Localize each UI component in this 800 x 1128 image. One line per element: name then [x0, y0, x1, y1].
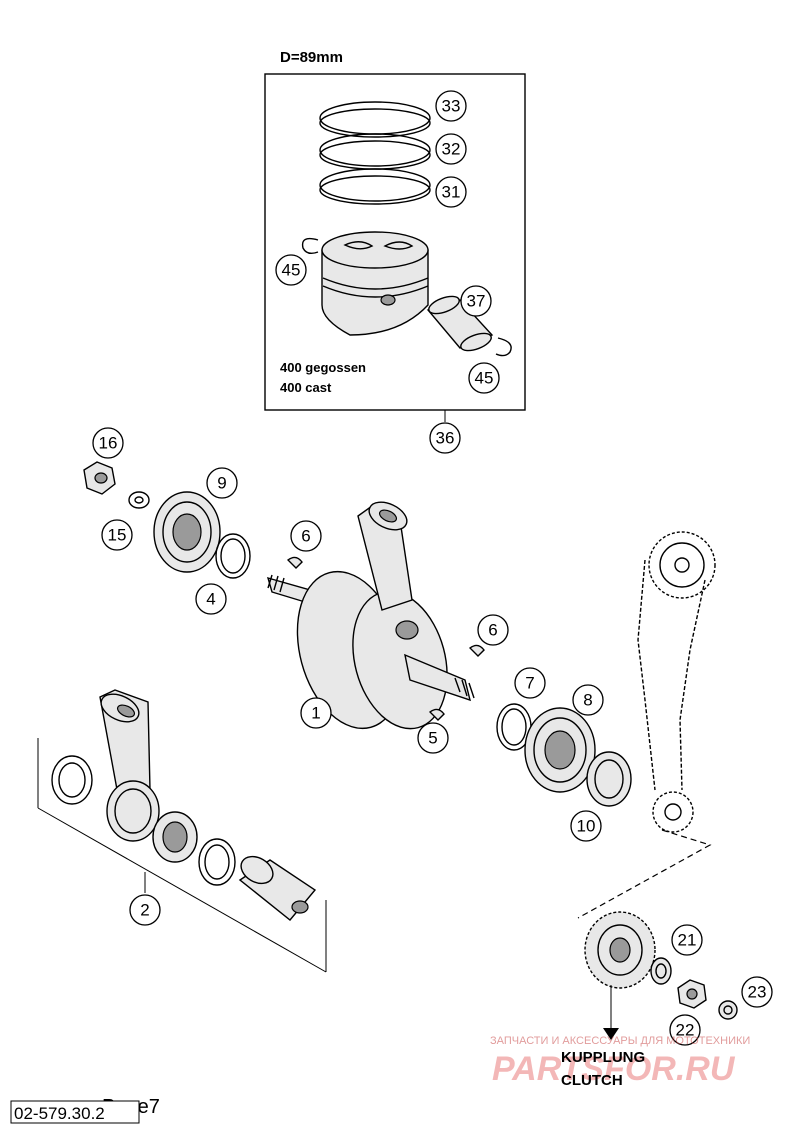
callout-33: 33: [435, 90, 467, 122]
callout-10: 10: [570, 810, 602, 842]
svg-text:31: 31: [442, 183, 461, 202]
woodruff-key-right: [468, 644, 485, 657]
callout-36: 36: [429, 422, 461, 454]
svg-text:16: 16: [99, 434, 118, 453]
piston: [321, 231, 429, 336]
svg-text:6: 6: [488, 621, 497, 640]
svg-text:32: 32: [442, 140, 461, 159]
washer-15: [128, 491, 150, 509]
svg-text:45: 45: [475, 369, 494, 388]
shim-4: [215, 533, 251, 579]
svg-text:8: 8: [583, 691, 592, 710]
drawing-code: 02-579.30.2: [14, 1104, 105, 1123]
piston-kit-frame: [264, 73, 526, 411]
piston-label-1: 400 gegossen: [280, 360, 366, 375]
drawing-code-box: [10, 1100, 140, 1124]
callout-45-right: 45: [468, 362, 500, 394]
clutch-label-en: CLUTCH: [561, 1072, 623, 1089]
conrod-assembly: [37, 689, 327, 973]
watermark-text: ЗАПЧАСТИ И АКСЕССУАРЫ ДЛЯ МОТОТЕХНИКИ: [490, 1035, 750, 1047]
timing-chain-assembly: [637, 531, 716, 833]
callout-2: 2: [129, 894, 161, 926]
circlip-left: [301, 237, 319, 255]
crankshaft: [266, 501, 475, 730]
svg-text:23: 23: [748, 983, 767, 1002]
callout-32: 32: [435, 133, 467, 165]
piston-label-2: 400 cast: [280, 380, 332, 395]
callout-45-left: 45: [275, 254, 307, 286]
svg-text:9: 9: [217, 474, 226, 493]
svg-text:2: 2: [140, 901, 149, 920]
circlip-right: [495, 337, 512, 357]
nut: [83, 461, 116, 495]
bearing-8: [524, 707, 596, 793]
svg-text:21: 21: [678, 931, 697, 950]
washer-21: [650, 957, 672, 985]
callout-22: 22: [669, 1014, 701, 1046]
svg-text:45: 45: [282, 261, 301, 280]
callout-badges: 33 32 31 45 37 45 36 16 9 15 4 6 6 1 5 7…: [92, 90, 773, 1046]
callout-4: 4: [195, 583, 227, 615]
bearing-9: [153, 491, 221, 573]
watermark-logo: PARTSFOR.RU: [492, 1050, 736, 1088]
svg-text:1: 1: [311, 704, 320, 723]
oil-seal-10: [586, 751, 632, 807]
callout-6-right: 6: [477, 614, 509, 646]
clutch-label-de: KUPPLUNG: [561, 1049, 645, 1066]
primary-drive-gear: [584, 911, 656, 989]
callout-31: 31: [435, 176, 467, 208]
woodruff-key-5: [428, 708, 445, 721]
piston-pin: [426, 295, 494, 352]
svg-text:6: 6: [301, 527, 310, 546]
svg-text:5: 5: [428, 729, 437, 748]
callout-8: 8: [572, 684, 604, 716]
callout-37: 37: [460, 285, 492, 317]
woodruff-key-left: [286, 556, 303, 569]
clutch-arrow-icon: [603, 1028, 619, 1040]
piston-rings: [319, 101, 431, 205]
callout-5: 5: [417, 722, 449, 754]
svg-text:15: 15: [108, 526, 127, 545]
bore-label: D=89mm: [280, 49, 343, 66]
callout-6-left: 6: [290, 520, 322, 552]
washer-23: [718, 1000, 738, 1020]
callout-1: 1: [300, 697, 332, 729]
callout-23: 23: [741, 976, 773, 1008]
svg-text:4: 4: [206, 590, 215, 609]
svg-text:37: 37: [467, 292, 486, 311]
callout-9: 9: [206, 467, 238, 499]
callout-15: 15: [101, 519, 133, 551]
svg-text:33: 33: [442, 97, 461, 116]
svg-text:36: 36: [436, 429, 455, 448]
callout-7: 7: [514, 667, 546, 699]
svg-text:22: 22: [676, 1021, 695, 1040]
svg-text:10: 10: [577, 817, 596, 836]
clutch-dashed-link: [577, 829, 712, 919]
svg-text:7: 7: [525, 674, 534, 693]
callout-16: 16: [92, 427, 124, 459]
callout-21: 21: [671, 924, 703, 956]
